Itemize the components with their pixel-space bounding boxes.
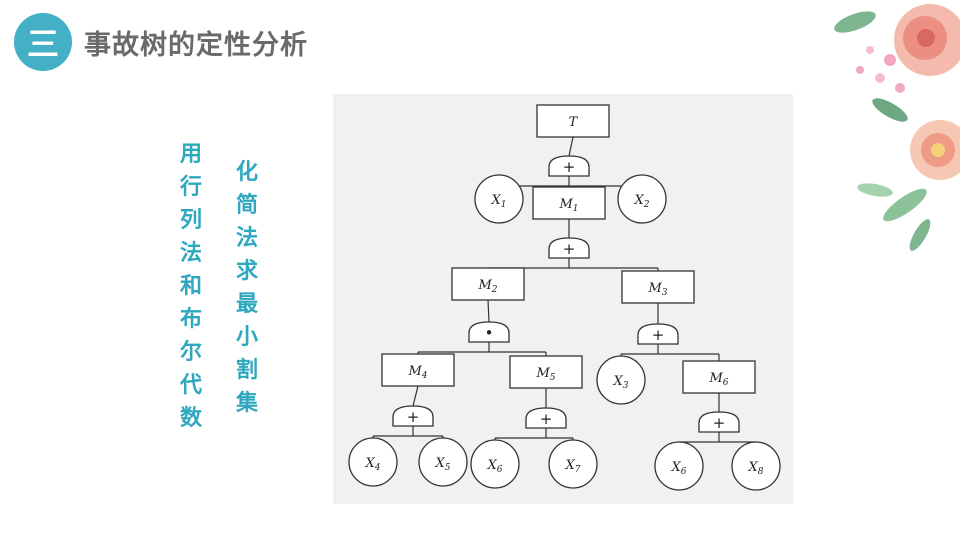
or-gate xyxy=(637,323,679,345)
event-box xyxy=(381,353,455,387)
or-gate xyxy=(548,237,590,259)
event-box xyxy=(621,270,695,304)
event-box xyxy=(532,186,606,220)
section-number-badge: 三 xyxy=(14,13,72,71)
gate-symbol: + xyxy=(652,326,665,344)
method-char: 割 xyxy=(236,358,259,383)
event-box xyxy=(451,267,525,301)
method-text-right: 化 简 法 求 最 小 割 集 xyxy=(236,156,258,420)
method-char: 代 xyxy=(180,373,203,398)
event-box xyxy=(682,360,756,394)
basic-event-circle xyxy=(470,439,520,489)
basic-event-circle xyxy=(548,439,598,489)
slide-header: 三 事故树的定性分析 xyxy=(14,12,308,72)
connector-line xyxy=(412,385,419,407)
basic-event-circle xyxy=(596,355,646,405)
basic-event-circle xyxy=(617,174,667,224)
method-char: 简 xyxy=(236,193,259,218)
method-char: 求 xyxy=(236,259,259,284)
basic-event-circle xyxy=(731,441,781,491)
method-char: 小 xyxy=(236,325,259,350)
or-gate xyxy=(392,405,434,427)
event-box xyxy=(509,355,583,389)
gate-symbol: + xyxy=(563,240,576,258)
method-char: 化 xyxy=(236,160,259,185)
method-char: 和 xyxy=(180,274,203,299)
event-box xyxy=(536,104,610,138)
flower-blossoms-icon xyxy=(856,4,960,180)
basic-event-circle xyxy=(474,174,524,224)
gate-symbol: + xyxy=(713,414,726,432)
basic-event-circle xyxy=(654,441,704,491)
gate-symbol: + xyxy=(563,158,576,176)
gate-symbol: + xyxy=(407,408,420,426)
gate-symbol: • xyxy=(485,324,494,342)
basic-event-circle xyxy=(418,437,468,487)
method-char: 集 xyxy=(236,391,259,416)
method-char: 布 xyxy=(180,307,203,332)
basic-event-circle xyxy=(348,437,398,487)
or-gate xyxy=(548,155,590,177)
gate-symbol: + xyxy=(540,410,553,428)
or-gate xyxy=(525,407,567,429)
method-char: 法 xyxy=(180,241,203,266)
event-label: T xyxy=(569,115,579,130)
leaves-icon xyxy=(834,11,931,251)
or-gate xyxy=(698,411,740,433)
connector-line xyxy=(487,299,490,323)
connector-line xyxy=(568,136,574,157)
method-char: 最 xyxy=(236,292,259,317)
and-gate xyxy=(468,321,510,343)
method-char: 尔 xyxy=(180,340,203,365)
method-char: 法 xyxy=(236,226,259,251)
floral-decoration xyxy=(834,4,960,251)
method-char: 数 xyxy=(180,406,203,431)
method-char: 列 xyxy=(180,208,203,233)
method-text-left: 用 行 列 法 和 布 尔 代 数 xyxy=(180,138,202,435)
method-char: 用 xyxy=(180,142,203,167)
method-char: 行 xyxy=(180,175,203,200)
slide-title: 事故树的定性分析 xyxy=(84,29,308,61)
